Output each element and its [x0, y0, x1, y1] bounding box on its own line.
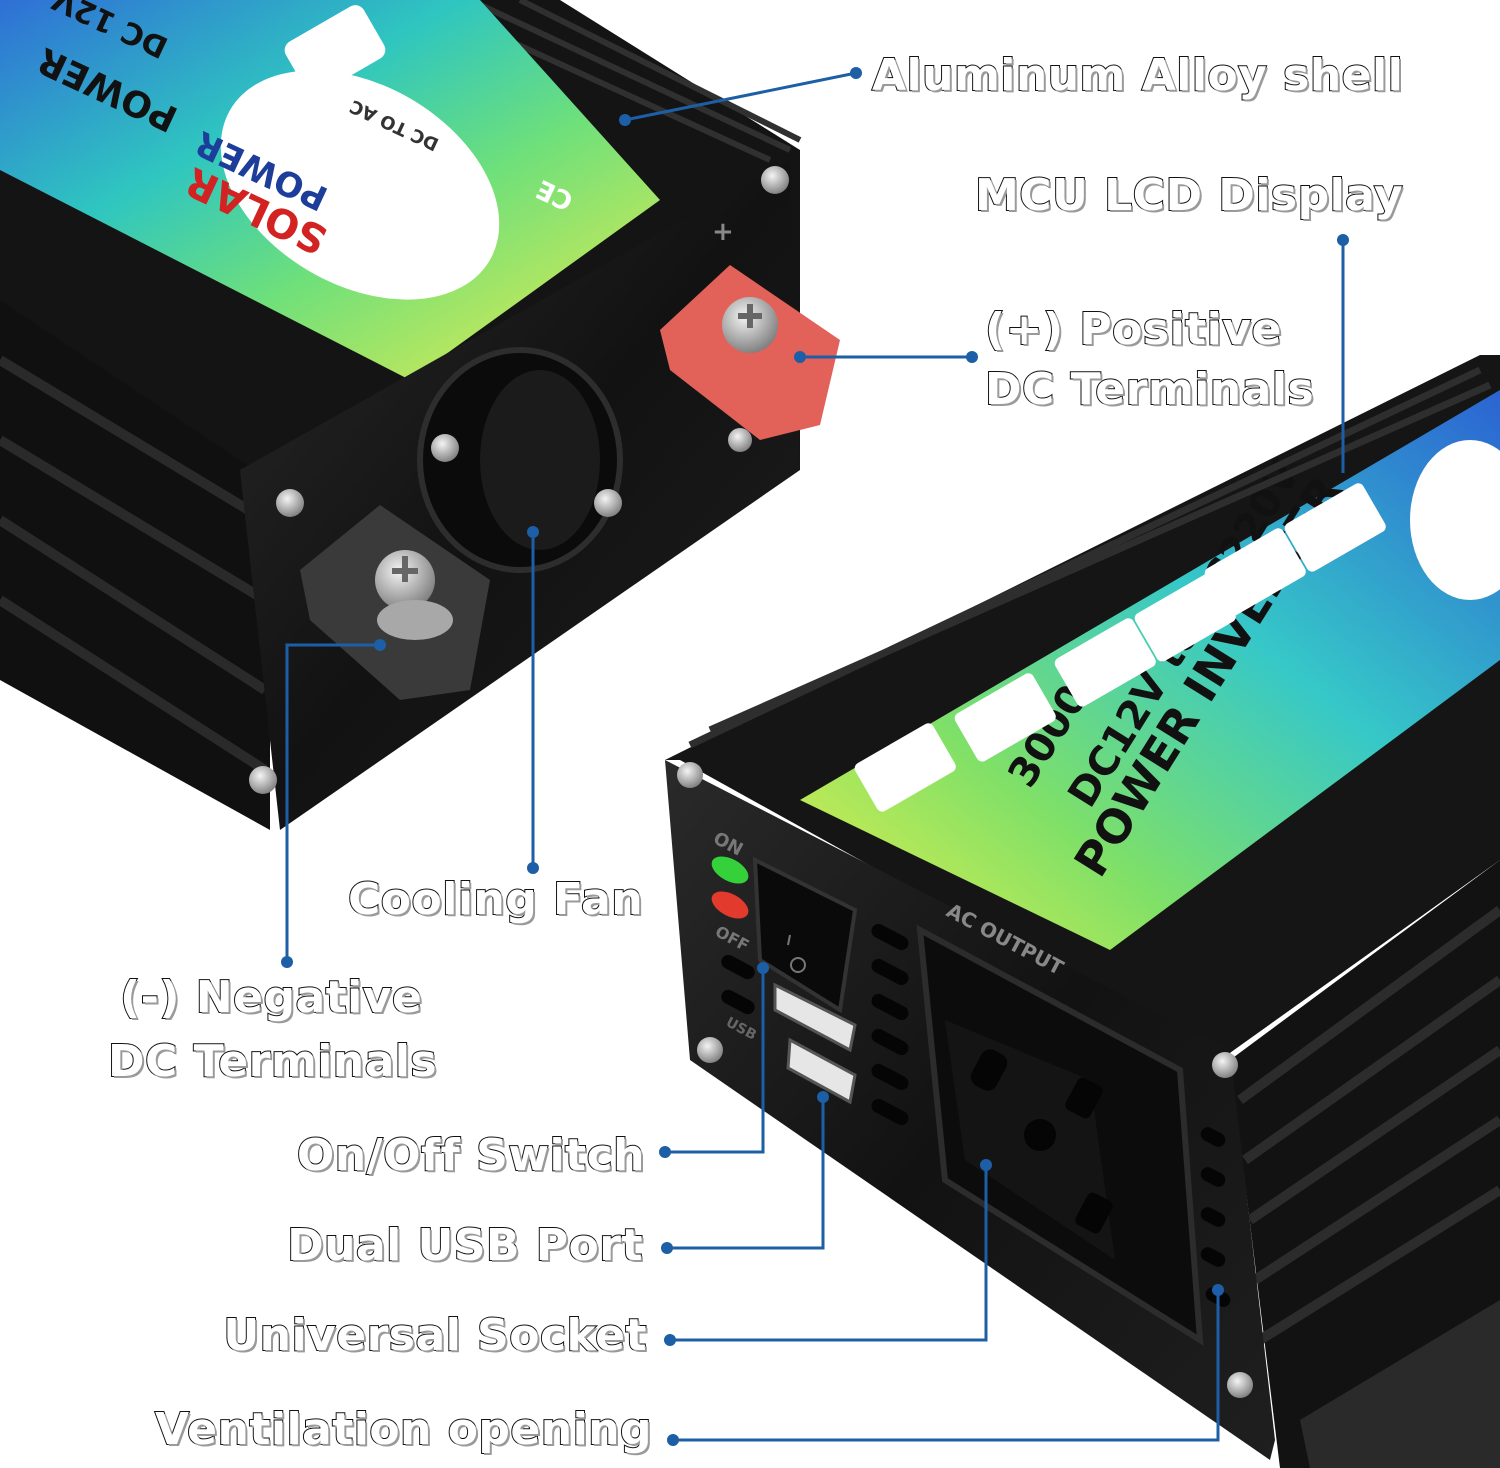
callout-ventilation: Ventilation opening	[154, 1403, 652, 1456]
callout-negative-terminals: (-) Negative DC Terminals	[107, 966, 438, 1094]
inverter-bottom: POWER INVERTER DC12V to AC220V 3000W	[665, 355, 1500, 1468]
callout-lcd-display: MCU LCD Display	[974, 169, 1404, 222]
callout-positive-terminals: (+) Positive DC Terminals	[984, 300, 1315, 420]
callout-negative-line2: DC Terminals	[107, 1035, 438, 1088]
fault-led-red	[711, 891, 749, 919]
callout-aluminum-shell: Aluminum Alloy shell	[871, 49, 1404, 102]
callout-positive-line2: DC Terminals	[984, 363, 1315, 416]
callout-negative-line1: (-) Negative	[119, 971, 423, 1024]
screw-icon	[249, 166, 789, 794]
plus-mark: +	[712, 217, 734, 247]
screw-icon	[677, 762, 1253, 1398]
cooling-fan	[417, 347, 623, 573]
leader-lines	[281, 67, 1349, 1446]
positive-terminal	[660, 265, 840, 440]
appliance-icons	[854, 483, 1386, 812]
negative-terminal	[300, 505, 490, 700]
inverter-top: SOLAR POWER DC TO AC POWER DC 12V CE	[0, 0, 840, 830]
power-led-green	[711, 856, 749, 884]
callout-positive-line1: (+) Positive	[984, 303, 1282, 356]
callout-cooling-fan: Cooling Fan	[347, 873, 644, 926]
callout-on-off-switch: On/Off Switch	[296, 1129, 646, 1182]
universal-socket[interactable]	[916, 924, 1204, 1346]
callout-dual-usb: Dual USB Port	[286, 1219, 643, 1272]
power-switch[interactable]	[752, 856, 858, 1014]
usb-ports[interactable]	[773, 982, 857, 1105]
callout-universal-socket: Universal Socket	[222, 1309, 647, 1362]
